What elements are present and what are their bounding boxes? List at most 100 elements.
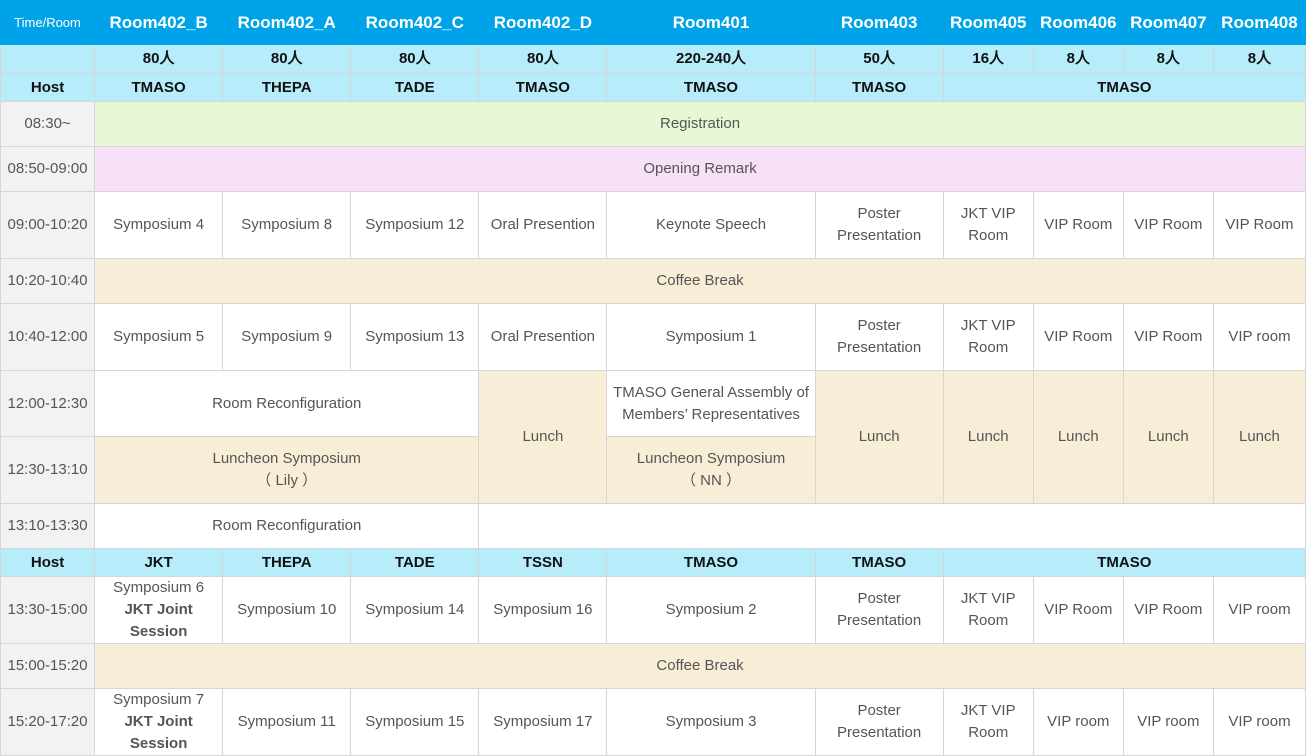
capacity-cell: 220-240人 xyxy=(606,44,816,74)
time-room-header: Time/Room xyxy=(0,0,96,45)
session-line: Poster xyxy=(857,590,901,607)
session-cell: Symposium 10 xyxy=(222,576,352,644)
session-line: Presentation xyxy=(837,339,922,356)
session-line: Luncheon Symposium xyxy=(212,450,361,467)
capacity-cell: 50人 xyxy=(814,44,944,74)
room-header: Room405 xyxy=(942,0,1034,45)
time-slot: 12:30-13:10 xyxy=(0,436,96,504)
session-cell: Symposium 16 xyxy=(478,576,608,644)
luncheon-symposium-cell: Luncheon Symposium（ Lily ） xyxy=(94,436,480,504)
session-line: JKT Joint Session xyxy=(124,601,193,640)
session-cell: Symposium 7 JKT Joint Session xyxy=(94,688,224,756)
host-cell: TMASO xyxy=(478,73,608,102)
host-cell: THEPA xyxy=(222,73,352,102)
host-cell: TMASO xyxy=(814,73,944,102)
session-line: Poster xyxy=(857,205,901,222)
session-cell: Symposium 11 xyxy=(222,688,352,756)
session-cell: Symposium 15 xyxy=(350,688,480,756)
session-line: JKT VIP xyxy=(960,590,1016,607)
session-cell: Symposium 17 xyxy=(478,688,608,756)
session-cell: Oral Presention xyxy=(478,303,608,371)
room-header: Room402_A xyxy=(222,0,352,45)
time-slot: 13:10-13:30 xyxy=(0,503,96,549)
session-cell: Oral Presention xyxy=(478,191,608,259)
lunch-cell: Lunch xyxy=(942,370,1034,504)
session-line: Room xyxy=(968,339,1009,356)
empty-cell xyxy=(478,503,1306,549)
session-line: Presentation xyxy=(837,724,922,741)
session-line: Poster xyxy=(857,317,901,334)
session-cell: VIP Room xyxy=(1122,576,1214,644)
host-cell: TMASO xyxy=(606,548,816,577)
registration-cell: Registration xyxy=(94,101,1306,147)
schedule-row: 08:30~ Registration xyxy=(0,101,1306,147)
schedule-row: 08:50-09:00 Opening Remark xyxy=(0,146,1306,192)
room-header: Room403 xyxy=(814,0,944,45)
opening-remark-cell: Opening Remark xyxy=(94,146,1306,192)
session-cell: VIP Room xyxy=(1122,191,1214,259)
session-cell: Symposium 14 xyxy=(350,576,480,644)
capacity-row: 80人 80人 80人 80人 220-240人 50人 16人 8人 8人 8… xyxy=(0,44,1306,74)
capacity-cell: 80人 xyxy=(94,44,224,74)
session-line: Presentation xyxy=(837,612,922,629)
session-line: Room xyxy=(968,724,1009,741)
session-cell: VIP room xyxy=(1212,303,1306,371)
host-label: Host xyxy=(0,73,96,102)
session-cell: Symposium 12 xyxy=(350,191,480,259)
session-line: Luncheon Symposium xyxy=(636,450,786,467)
session-cell: VIP room xyxy=(1122,688,1214,756)
capacity-cell: 8人 xyxy=(1212,44,1306,74)
room-header: Room407 xyxy=(1122,0,1214,45)
time-slot: 10:20-10:40 xyxy=(0,258,96,304)
schedule-row: 12:00-12:30 Room Reconfiguration Lunch T… xyxy=(0,370,1306,504)
host-label: Host xyxy=(0,548,96,577)
session-line: Symposium 7 xyxy=(113,691,205,708)
schedule-row: 13:10-13:30 Room Reconfiguration xyxy=(0,503,1306,549)
host-row: Host TMASO THEPA TADE TMASO TMASO TMASO … xyxy=(0,73,1306,102)
session-line: JKT VIP xyxy=(960,205,1016,222)
session-cell: VIP room xyxy=(1212,576,1306,644)
room-header: Room402_B xyxy=(94,0,224,45)
capacity-cell: 80人 xyxy=(350,44,480,74)
session-cell: VIP Room xyxy=(1032,191,1124,259)
host-cell: TSSN xyxy=(478,548,608,577)
session-line: JKT VIP xyxy=(960,317,1016,334)
room-header: Room408 xyxy=(1212,0,1306,45)
session-cell: JKT VIP Room xyxy=(942,303,1034,371)
room-header: Room402_D xyxy=(478,0,608,45)
schedule-row: 15:00-15:20 Coffee Break xyxy=(0,643,1306,689)
session-cell: Symposium 1 xyxy=(606,303,816,371)
room-header: Room402_C xyxy=(350,0,480,45)
session-line: JKT VIP xyxy=(960,702,1016,719)
session-line: Presentation xyxy=(837,227,922,244)
room-reconfiguration-cell: Room Reconfiguration xyxy=(94,370,480,437)
capacity-cell: 80人 xyxy=(222,44,352,74)
capacity-label-cell xyxy=(0,44,96,74)
time-slot: 13:30-15:00 xyxy=(0,576,96,644)
coffee-break-cell: Coffee Break xyxy=(94,643,1306,689)
session-cell: Symposium 2 xyxy=(606,576,816,644)
session-line: Room xyxy=(968,227,1009,244)
capacity-cell: 8人 xyxy=(1122,44,1214,74)
session-cell: JKT VIP Room xyxy=(942,191,1034,259)
session-cell: Keynote Speech xyxy=(606,191,816,259)
capacity-cell: 80人 xyxy=(478,44,608,74)
schedule-row: 09:00-10:20 Symposium 4 Symposium 8 Symp… xyxy=(0,191,1306,259)
room-header: Room406 xyxy=(1032,0,1124,45)
host-cell: TADE xyxy=(350,548,480,577)
session-cell: VIP room xyxy=(1032,688,1124,756)
room-reconfiguration-cell: Room Reconfiguration xyxy=(94,503,480,549)
host-cell: TMASO xyxy=(606,73,816,102)
lunch-cell: Lunch xyxy=(1212,370,1306,504)
session-line: JKT Joint Session xyxy=(124,713,193,752)
lunch-cell: Lunch xyxy=(814,370,944,504)
time-slot: 09:00-10:20 xyxy=(0,191,96,259)
